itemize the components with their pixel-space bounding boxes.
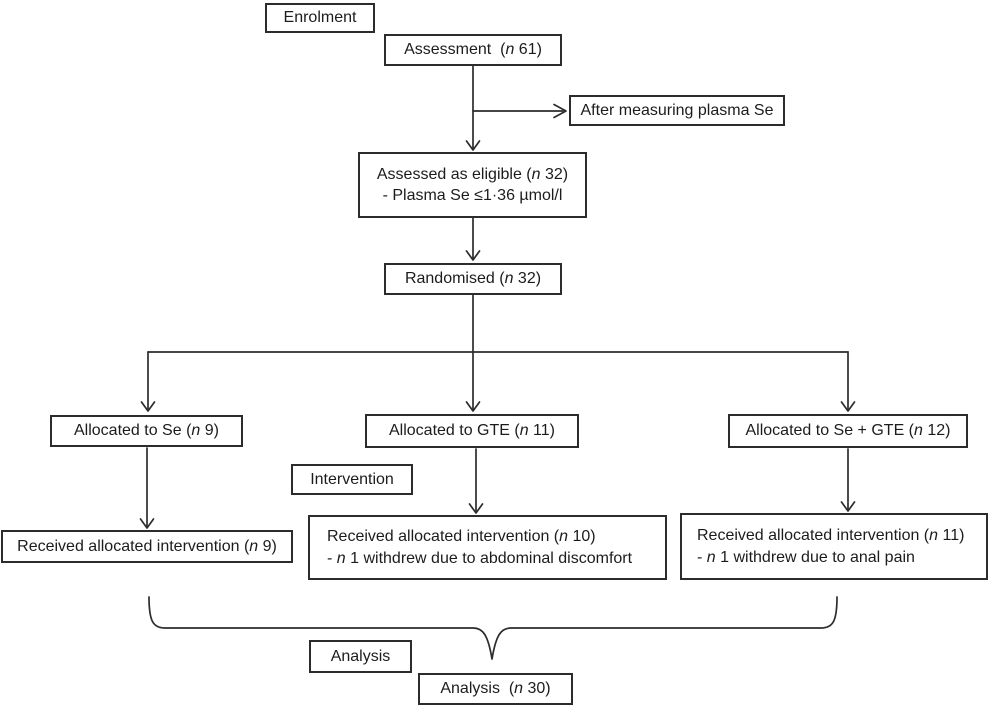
node-allocated-gte-label: Allocated to GTE (n 11): [388, 422, 555, 440]
arrowhead-down-eligible: [465, 140, 481, 151]
arrowhead-down-randomised: [465, 250, 481, 261]
node-eligible: Assessed as eligible (n 32) - Plasma Se …: [358, 152, 587, 218]
node-analysis-n30-label: Analysis (n 30): [440, 680, 551, 698]
node-analysis-label: Analysis: [309, 640, 412, 673]
node-assessment-label: Assessment (n 61): [404, 41, 542, 59]
node-after-measuring-label: After measuring plasma Se: [580, 101, 774, 119]
node-received-se-gte: Received allocated intervention (n 11) -…: [680, 513, 988, 580]
node-intervention: Intervention: [291, 464, 413, 495]
node-randomised: Randomised (n 32): [384, 263, 562, 295]
node-intervention-label: Intervention: [310, 470, 394, 488]
arrowhead-right-aftermeasuring: [553, 103, 567, 119]
node-received-gte-line2: - n 1 withdrew due to abdominal discomfo…: [327, 549, 633, 567]
node-received-se: Received allocated intervention (n 9): [1, 530, 293, 563]
node-randomised-label: Randomised (n 32): [404, 270, 542, 288]
node-received-gte-line1: Received allocated intervention (n 10): [327, 528, 596, 546]
arrowhead-down-recvse: [139, 518, 155, 529]
node-allocated-se-label: Allocated to Se (n 9): [74, 422, 219, 440]
node-eligible-line2: - Plasma Se ≤1·36 µmol/l: [382, 187, 563, 204]
node-allocated-se-gte-label: Allocated to Se + GTE (n 12): [745, 422, 951, 440]
node-received-se-gte-line2: - n 1 withdrew due to anal pain: [697, 548, 915, 566]
node-received-se-gte-line1: Received allocated intervention (n 11): [697, 527, 965, 545]
arrowhead-down-allocsegte: [840, 401, 856, 412]
node-enrolment-label: Enrolment: [283, 9, 357, 27]
arrowhead-down-allocse: [140, 401, 156, 412]
node-received-gte: Received allocated intervention (n 10) -…: [308, 515, 667, 580]
node-analysis-label-text: Analysis: [330, 647, 391, 665]
arrowhead-down-recvgte: [468, 503, 484, 514]
arrowhead-down-allocgte: [465, 401, 481, 412]
node-eligible-line1: Assessed as eligible (n 32): [376, 165, 569, 183]
node-received-se-label: Received allocated intervention (n 9): [17, 537, 277, 555]
node-allocated-gte: Allocated to GTE (n 11): [365, 414, 579, 448]
node-analysis-n30: Analysis (n 30): [418, 673, 573, 705]
node-allocated-se: Allocated to Se (n 9): [50, 415, 243, 447]
analysis-brace: [148, 596, 838, 660]
node-enrolment: Enrolment: [265, 3, 375, 33]
node-after-measuring: After measuring plasma Se: [569, 95, 785, 126]
node-assessment: Assessment (n 61): [384, 34, 562, 66]
arrowhead-down-recvsegte: [840, 501, 856, 512]
node-allocated-se-gte: Allocated to Se + GTE (n 12): [728, 414, 968, 448]
